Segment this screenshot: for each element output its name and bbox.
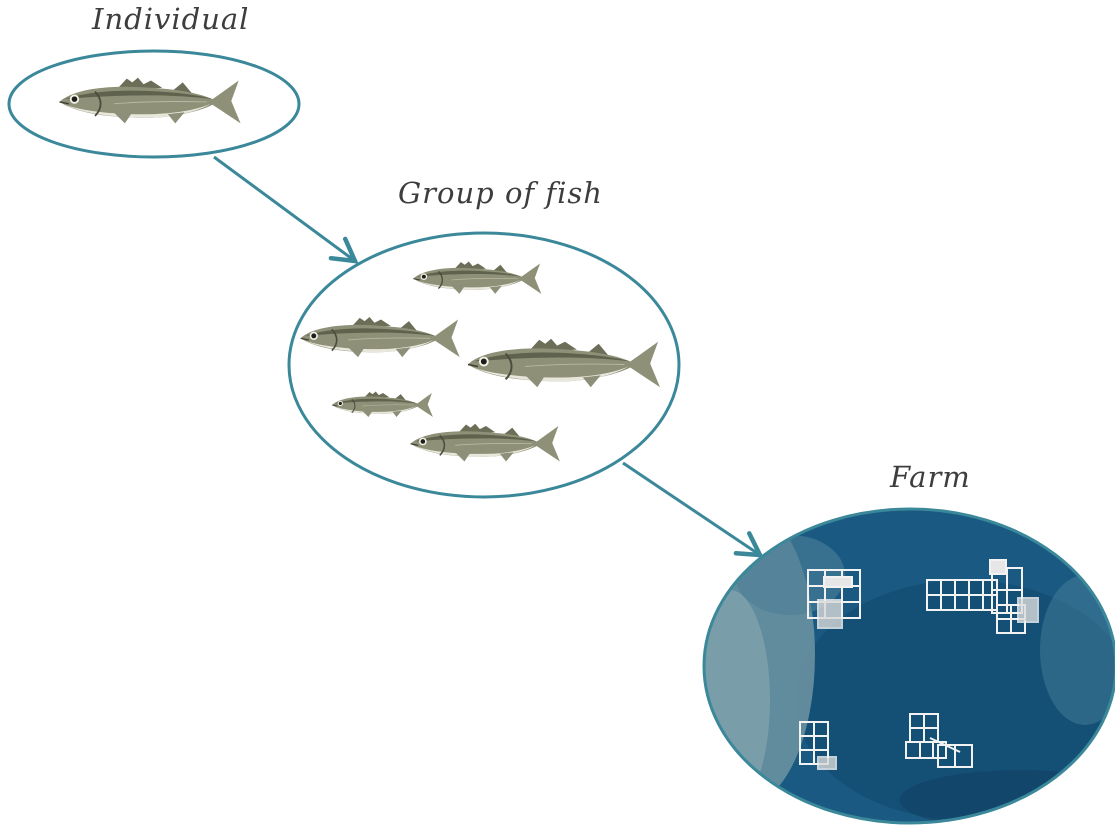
farm-label: Farm [890, 460, 971, 494]
individual-node [9, 51, 299, 157]
group-of-fish-label: Group of fish [398, 176, 603, 210]
farm-node [675, 505, 1115, 827]
aerial-fish-farm-cages-icon [675, 505, 1115, 827]
group-node [289, 233, 679, 497]
individual-label: Individual [92, 2, 249, 36]
arrow-individual-to-group [214, 157, 355, 261]
arrow-group-to-farm [623, 463, 760, 555]
